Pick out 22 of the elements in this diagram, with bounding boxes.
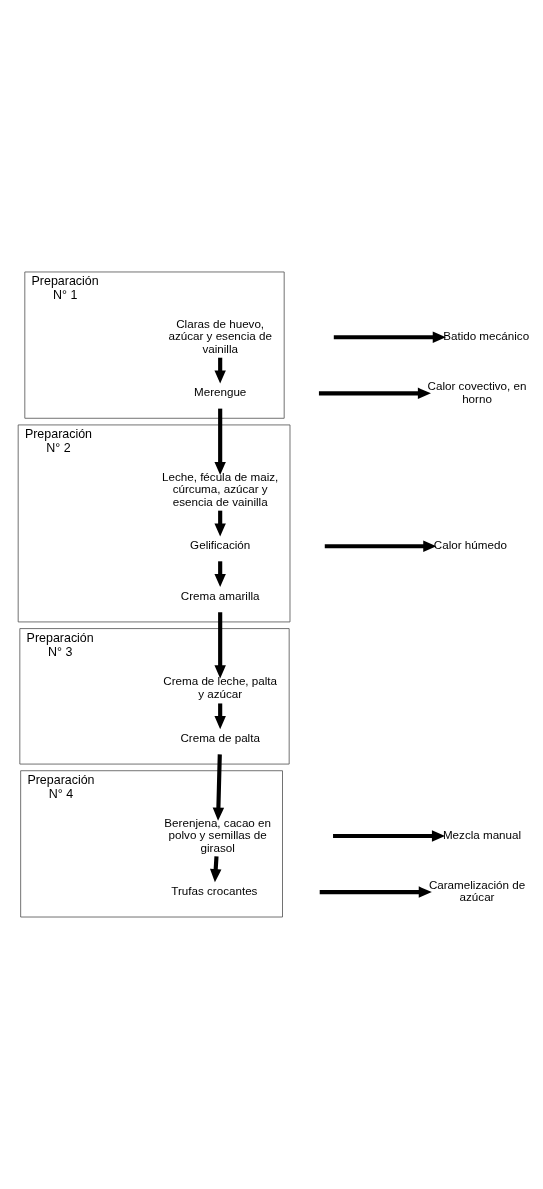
node-text: Mezcla manual (442, 828, 522, 842)
node-text: Berenjena, cacao en polvo y semillas de girasol (164, 815, 271, 854)
arrow (212, 754, 225, 821)
node-text: Calor húmedo (433, 538, 507, 552)
arrow (318, 387, 431, 400)
node-text: Batido mecánico (443, 329, 530, 343)
node-text: Crema de palta (180, 731, 260, 745)
arrow (214, 408, 226, 475)
node-text: Crema de leche, palta y azúcar (163, 674, 278, 700)
node-text: Crema amarilla (180, 589, 260, 603)
node-text: Trufas crocantes (171, 884, 258, 898)
arrow (324, 540, 437, 552)
node-text: Gelificación (190, 538, 251, 552)
arrow (333, 331, 446, 343)
node-text: Caramelización de azúcar (428, 877, 526, 904)
arrow (333, 830, 445, 842)
node-text: Calor covectivo, en horno (427, 379, 527, 405)
arrow (319, 886, 432, 898)
arrow (214, 612, 226, 679)
node-text: Leche, fécula de maiz, cúrcuma, azúcar y esencia de vainilla (162, 469, 279, 508)
node-text: Merengue (193, 385, 247, 399)
node-text: Claras de huevo, azúcar y esencia de vainilla (168, 316, 272, 355)
